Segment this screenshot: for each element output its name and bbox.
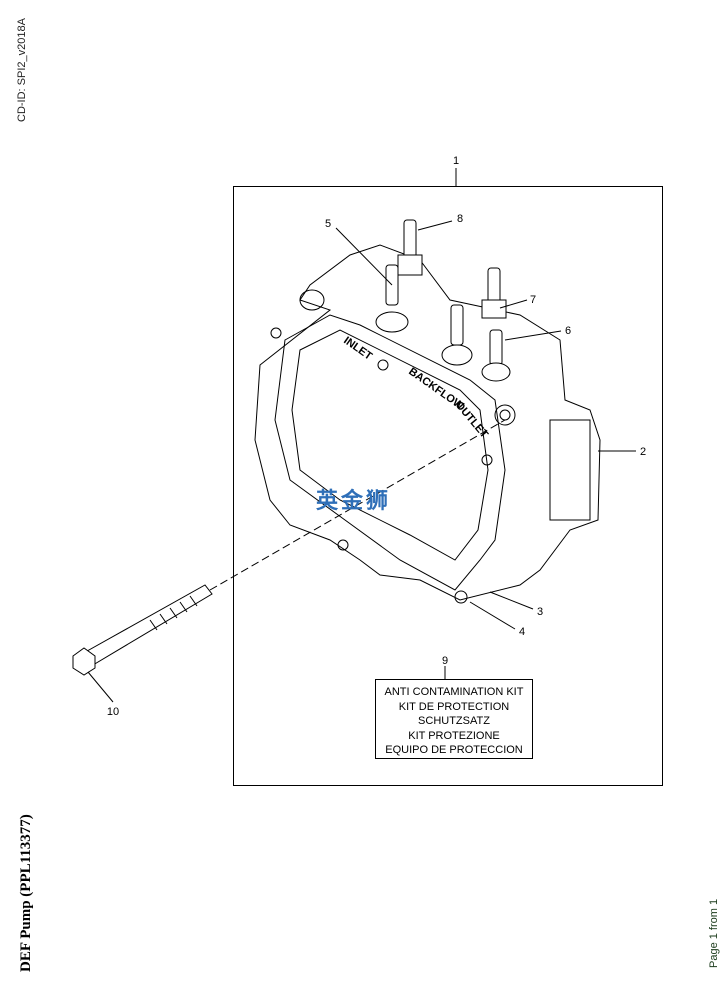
callout-5: 5 <box>325 218 331 230</box>
callout-10: 10 <box>107 706 119 718</box>
pump-body <box>254 244 601 604</box>
kit-label-it: KIT PROTEZIONE <box>408 729 500 742</box>
bolt <box>72 584 213 676</box>
callout-6: 6 <box>565 325 571 337</box>
callout-3: 3 <box>537 606 543 618</box>
callout-2: 2 <box>640 446 646 458</box>
kit-label-en: ANTI CONTAMINATION KIT <box>384 686 524 698</box>
callout-9: 9 <box>442 655 448 667</box>
anti-contamination-kit-box: ANTI CONTAMINATION KIT KIT DE PROTECTION… <box>375 679 533 759</box>
fittings <box>375 219 511 382</box>
callout-1: 1 <box>453 155 459 167</box>
callout-8: 8 <box>457 213 463 225</box>
watermark: 英金狮 <box>316 489 392 514</box>
callout-7: 7 <box>530 294 536 306</box>
kit-label-de: SCHUTZSATZ <box>418 715 490 727</box>
callout-4: 4 <box>519 626 525 638</box>
kit-label-fr: KIT DE PROTECTION <box>398 700 510 713</box>
assembly-frame <box>233 186 663 786</box>
kit-label-es: EQUIPO DE PROTECCION <box>385 744 523 756</box>
